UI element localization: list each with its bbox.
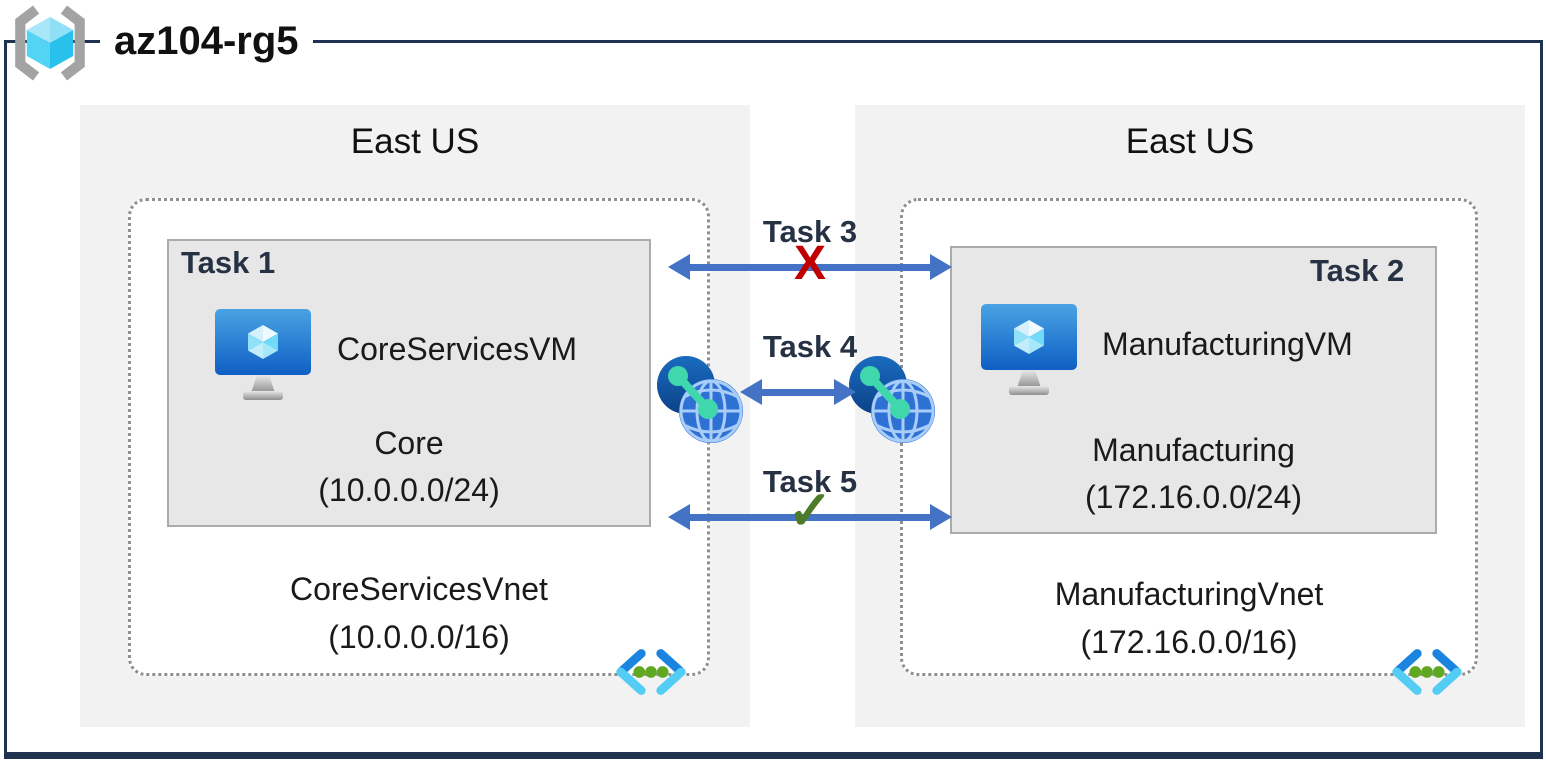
virtual-network-icon-left <box>616 649 686 695</box>
subnet-cidr: (10.0.0.0/24) <box>318 472 500 508</box>
task2-label: Task 2 <box>1310 253 1405 288</box>
subnet-caption-manufacturing: Manufacturing (172.16.0.0/24) <box>950 427 1437 521</box>
arrow-shaft <box>690 263 930 271</box>
task3-arrow <box>668 254 952 280</box>
arrowhead-right-icon <box>930 254 952 280</box>
virtual-network-icon-right <box>1392 649 1462 695</box>
region-name-left: East US <box>350 122 480 161</box>
network-peering-icon-left <box>657 356 743 443</box>
region-name-right: East US <box>1125 122 1255 161</box>
arrowhead-right-icon <box>834 379 856 405</box>
task4-arrow <box>740 379 856 405</box>
task5-label: Task 5 <box>762 464 858 499</box>
task4-label: Task 4 <box>762 329 858 364</box>
vnet-caption-manufacturing: ManufacturingVnet (172.16.0.0/16) <box>900 570 1478 666</box>
arrowhead-left-icon <box>740 379 762 405</box>
network-peering-icon-right <box>849 356 935 443</box>
task3-label: Task 3 <box>762 214 858 249</box>
vm-name-core: CoreServicesVM <box>337 331 578 367</box>
vm-name-manufacturing: ManufacturingVM <box>1102 326 1353 362</box>
resource-group-title: az104-rg5 <box>100 12 313 70</box>
subnet-name: Core <box>374 425 444 461</box>
arrow-shaft <box>690 513 930 521</box>
subnet-box-core <box>167 239 651 527</box>
allowed-check-icon: ✓ <box>787 481 833 541</box>
virtual-machine-icon-core <box>215 309 311 400</box>
vnet-cidr: (10.0.0.0/16) <box>328 619 510 655</box>
vnet-caption-coreservices: CoreServicesVnet (10.0.0.0/16) <box>128 565 710 661</box>
task1-label: Task 1 <box>181 245 276 280</box>
subnet-caption-core: Core (10.0.0.0/24) <box>167 420 651 514</box>
arrow-shaft <box>762 388 834 396</box>
arrowhead-right-icon <box>930 504 952 530</box>
blocked-x-icon: X <box>793 237 826 290</box>
vnet-name: CoreServicesVnet <box>290 571 548 607</box>
vnet-cidr: (172.16.0.0/16) <box>1080 624 1298 660</box>
arrowhead-left-icon <box>668 254 690 280</box>
vnet-name: ManufacturingVnet <box>1054 576 1324 612</box>
subnet-name: Manufacturing <box>1092 432 1295 468</box>
subnet-cidr: (172.16.0.0/24) <box>1084 479 1303 515</box>
arrowhead-left-icon <box>668 504 690 530</box>
resource-group-icon <box>15 5 85 81</box>
task5-arrow <box>668 504 952 530</box>
resource-group-frame <box>4 40 1543 759</box>
virtual-machine-icon-manufacturing <box>981 304 1077 395</box>
